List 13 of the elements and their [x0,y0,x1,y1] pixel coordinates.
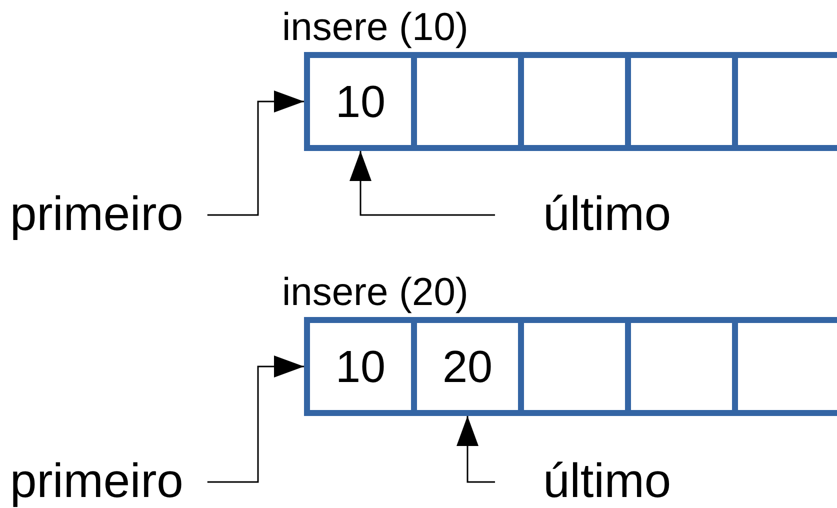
pointer-arrow [456,416,495,483]
pointer-arrow [207,90,304,216]
cell-value: 10 [335,344,386,389]
pointer-label: último [543,192,672,238]
array-heading: insere (10) [282,6,468,50]
cell-value: 10 [335,79,386,124]
array-heading: insere (20) [282,271,468,315]
pointer-label: primeiro [10,459,184,505]
pointer-label: primeiro [10,192,184,238]
cell-value: 20 [442,344,493,389]
pointer-label: último [543,459,672,505]
pointer-arrow [350,151,495,216]
pointer-arrow [207,356,304,483]
